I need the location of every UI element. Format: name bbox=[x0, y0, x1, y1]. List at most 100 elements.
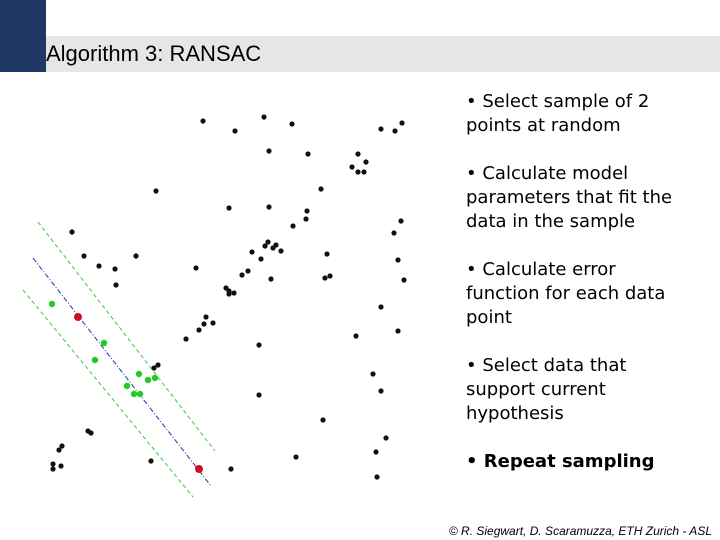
outlier-point bbox=[289, 121, 295, 127]
outlier-point bbox=[363, 159, 369, 165]
outlier-point bbox=[320, 417, 326, 423]
outlier-point bbox=[399, 120, 405, 126]
outlier-point bbox=[378, 126, 384, 132]
outlier-point bbox=[327, 273, 333, 279]
outlier-point bbox=[293, 454, 299, 460]
outlier-point bbox=[203, 314, 209, 320]
outlier-point bbox=[112, 266, 118, 272]
outlier-point bbox=[262, 243, 268, 249]
outlier-point bbox=[304, 208, 310, 214]
outlier-point bbox=[270, 245, 276, 251]
model-line-segment bbox=[32, 257, 212, 487]
outlier-point bbox=[228, 466, 234, 472]
outlier-point bbox=[81, 253, 87, 259]
data-points bbox=[48, 114, 407, 480]
inlier-point bbox=[136, 390, 144, 398]
outlier-point bbox=[374, 474, 380, 480]
inlier-point bbox=[151, 374, 159, 382]
threshold-band-line-1 bbox=[37, 221, 216, 452]
outlier-point bbox=[249, 249, 255, 255]
outlier-point bbox=[58, 463, 64, 469]
outlier-point bbox=[258, 256, 264, 262]
bullet-select-sample: • Select sample of 2 points at random bbox=[466, 91, 650, 136]
title-band bbox=[46, 36, 720, 72]
outlier-point bbox=[349, 164, 355, 170]
brand-bar bbox=[0, 0, 46, 72]
bullet-calculate-model: • Calculate model parameters that fit th… bbox=[466, 163, 673, 232]
outlier-point bbox=[370, 371, 376, 377]
outlier-point bbox=[261, 114, 267, 120]
model-line bbox=[32, 257, 212, 487]
outlier-point bbox=[59, 443, 65, 449]
outlier-point bbox=[210, 320, 216, 326]
outlier-point bbox=[395, 328, 401, 334]
sample-point bbox=[74, 313, 82, 321]
outlier-point bbox=[391, 230, 397, 236]
outlier-point bbox=[50, 466, 56, 472]
outlier-point bbox=[290, 223, 296, 229]
outlier-point bbox=[50, 461, 56, 467]
outlier-point bbox=[226, 288, 232, 294]
outlier-point bbox=[69, 229, 75, 235]
outlier-point bbox=[196, 327, 202, 333]
outlier-point bbox=[318, 186, 324, 192]
outlier-point bbox=[398, 218, 404, 224]
outlier-point bbox=[155, 362, 161, 368]
outlier-point bbox=[373, 449, 379, 455]
outlier-point bbox=[245, 268, 251, 274]
inlier-point bbox=[130, 390, 138, 398]
ransac-scatter-plot bbox=[22, 114, 407, 498]
outlier-point bbox=[322, 275, 328, 281]
outlier-point bbox=[133, 253, 139, 259]
outlier-point bbox=[96, 263, 102, 269]
outlier-point bbox=[355, 151, 361, 157]
outlier-point bbox=[239, 272, 245, 278]
bullet-calculate-error: • Calculate error function for each data… bbox=[466, 259, 666, 328]
outlier-point bbox=[183, 336, 189, 342]
outlier-point bbox=[231, 290, 237, 296]
outlier-point bbox=[266, 148, 272, 154]
outlier-point bbox=[378, 388, 384, 394]
outlier-point bbox=[361, 169, 367, 175]
outlier-point bbox=[324, 251, 330, 257]
inlier-point bbox=[135, 370, 143, 378]
outlier-point bbox=[201, 321, 207, 327]
outlier-point bbox=[56, 447, 62, 453]
outlier-point bbox=[268, 276, 274, 282]
inlier-point bbox=[100, 339, 108, 347]
inlier-point bbox=[144, 376, 152, 384]
outlier-point bbox=[88, 430, 94, 436]
outlier-point bbox=[148, 458, 154, 464]
sample-point bbox=[195, 465, 203, 473]
outlier-point bbox=[303, 216, 309, 222]
outlier-point bbox=[265, 239, 271, 245]
inlier-point bbox=[91, 356, 99, 364]
inlier-point bbox=[123, 382, 131, 390]
outlier-point bbox=[383, 435, 389, 441]
outlier-point bbox=[355, 169, 361, 175]
outlier-point bbox=[256, 342, 262, 348]
copyright-notice: © R. Siegwart, D. Scaramuzza, ETH Zurich… bbox=[448, 524, 712, 538]
outlier-point bbox=[153, 188, 159, 194]
outlier-point bbox=[151, 365, 157, 371]
outlier-point bbox=[113, 282, 119, 288]
inlier-point bbox=[48, 300, 56, 308]
outlier-point bbox=[353, 333, 359, 339]
outlier-point bbox=[266, 204, 272, 210]
inlier-threshold-band bbox=[22, 221, 216, 498]
bullet-select-data: • Select data that support current hypot… bbox=[466, 355, 627, 424]
slide-title: Algorithm 3: RANSAC bbox=[46, 41, 262, 66]
outlier-point bbox=[232, 128, 238, 134]
outlier-point bbox=[193, 265, 199, 271]
outlier-point bbox=[305, 151, 311, 157]
threshold-band-line-2 bbox=[22, 289, 194, 498]
outlier-point bbox=[392, 128, 398, 134]
outlier-point bbox=[378, 304, 384, 310]
bullet-list: • Select sample of 2 points at random • … bbox=[466, 90, 714, 498]
outlier-point bbox=[278, 248, 284, 254]
outlier-point bbox=[200, 118, 206, 124]
outlier-point bbox=[256, 392, 262, 398]
outlier-point bbox=[395, 257, 401, 263]
outlier-point bbox=[401, 277, 407, 283]
outlier-point bbox=[226, 205, 232, 211]
